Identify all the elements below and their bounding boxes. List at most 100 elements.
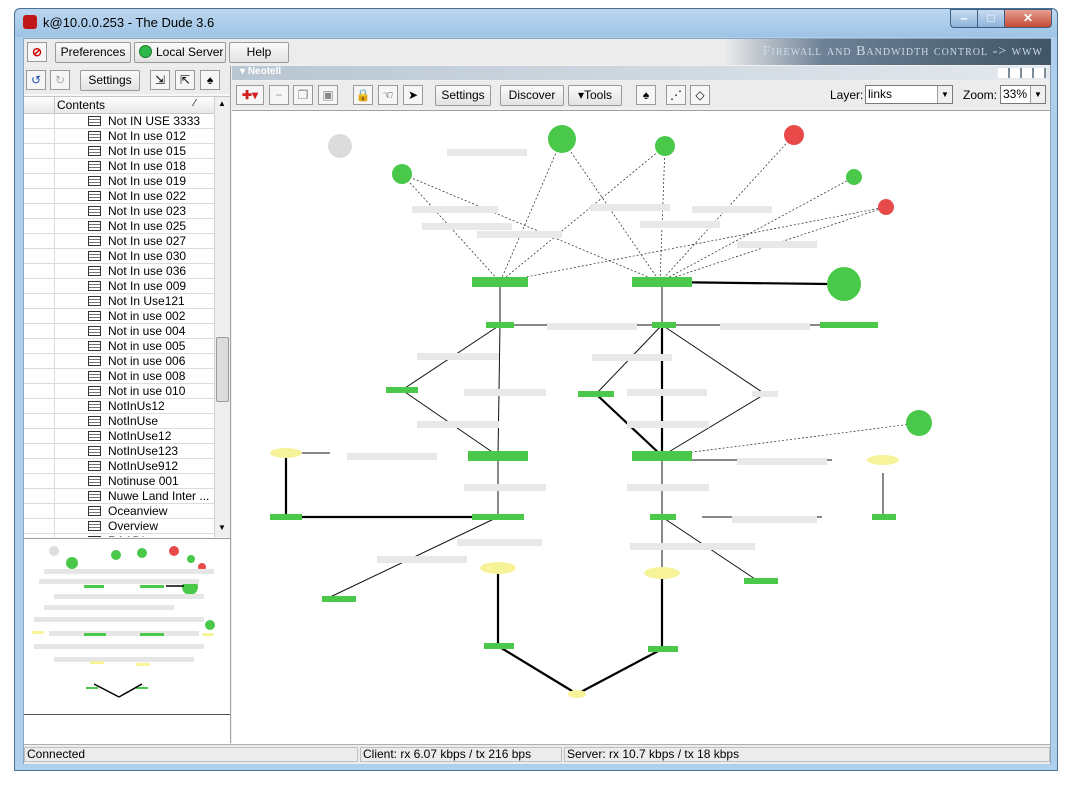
zoom-fit-icon[interactable]: ⋰ (666, 85, 686, 105)
scroll-down-icon[interactable]: ▼ (218, 523, 226, 532)
tree-item-gutter (24, 159, 55, 174)
map-icon (88, 131, 101, 141)
lock-icon[interactable]: 🔒 (353, 85, 373, 105)
zoom-value: 33% (1003, 87, 1027, 101)
redo-icon[interactable]: ↻ (50, 70, 70, 90)
tree-item[interactable]: Not In use 019 (24, 174, 214, 189)
map-icon (88, 266, 101, 276)
map-settings-button[interactable]: Settings (435, 85, 491, 106)
tree-item[interactable]: NotInUs12 (24, 399, 214, 414)
tree-item-gutter (24, 399, 55, 414)
tree-item[interactable]: Not In use 018 (24, 159, 214, 174)
map-icon (88, 206, 101, 216)
zoom-dropdown-icon: ▼ (1030, 86, 1045, 103)
preferences-button[interactable]: Preferences (55, 42, 131, 63)
tree-scrollbar[interactable]: ▲ ▼ (214, 97, 230, 537)
heavy-links (286, 282, 828, 694)
export-icon[interactable]: ⇱ (175, 70, 195, 90)
find-icon[interactable]: ♠ (200, 70, 220, 90)
maximize-button[interactable]: □ (977, 9, 1005, 28)
tree-item-gutter (24, 174, 55, 189)
map-icon (88, 326, 101, 336)
tree-item[interactable]: Overview (24, 519, 214, 534)
tree-item[interactable]: Not in use 006 (24, 354, 214, 369)
overview-thumbnail (24, 539, 230, 714)
contents-column-header[interactable]: Contents (57, 98, 105, 112)
tree-item[interactable]: Not In use 015 (24, 144, 214, 159)
tree-item[interactable]: NotInUse12 (24, 429, 214, 444)
tree-item-gutter (24, 264, 55, 279)
tree-item-gutter (24, 339, 55, 354)
tree-item-label: Not In use 030 (108, 249, 186, 263)
map-icon (88, 386, 101, 396)
close-button[interactable]: ✕ (1004, 9, 1052, 28)
tree-item[interactable]: Nuwe Land Inter ... (24, 489, 214, 504)
contents-tree[interactable]: Contents ⁄ Not IN USE 3333Not In use 012… (24, 96, 230, 537)
import-icon[interactable]: ⇲ (150, 70, 170, 90)
add-icon[interactable]: ✚▾ (236, 85, 264, 105)
network-map-canvas[interactable] (232, 110, 1050, 744)
tree-item[interactable]: Not In use 009 (24, 279, 214, 294)
tree-item[interactable]: Not in use 008 (24, 369, 214, 384)
zoom-extent-icon[interactable]: ◇ (690, 85, 710, 105)
scroll-up-icon[interactable]: ▲ (218, 99, 226, 108)
local-server-button[interactable]: Local Server (134, 42, 226, 63)
map-overview[interactable] (24, 538, 230, 744)
tree-item[interactable]: Not In use 022 (24, 189, 214, 204)
disconnect-icon[interactable]: ⊘ (27, 42, 47, 62)
map-icon (88, 536, 101, 537)
tree-item[interactable]: Not In Use121 (24, 294, 214, 309)
undo-icon[interactable]: ↺ (26, 70, 46, 90)
map-find-icon[interactable]: ♠ (636, 85, 656, 105)
tree-item[interactable]: Not In use 023 (24, 204, 214, 219)
hand-icon[interactable]: ☜ (378, 85, 398, 105)
scroll-thumb[interactable] (216, 337, 229, 402)
tree-item[interactable]: Not In use 027 (24, 234, 214, 249)
help-button[interactable]: Help (229, 42, 289, 63)
pointer-icon[interactable]: ➤ (403, 85, 423, 105)
tree-item-gutter (24, 504, 55, 519)
tree-item[interactable]: RAADL... (24, 534, 214, 537)
tree-item-label: Not In use 023 (108, 204, 186, 218)
remove-icon[interactable]: − (269, 85, 289, 105)
tree-item-label: NotInUse912 (108, 459, 178, 473)
tree-item[interactable]: Not In use 025 (24, 219, 214, 234)
discover-button[interactable]: Discover (500, 85, 564, 106)
tree-item[interactable]: Not in use 005 (24, 339, 214, 354)
tree-item-label: Nuwe Land Inter ... (108, 489, 209, 503)
collapse-icon[interactable]: ▾ (240, 66, 245, 77)
layer-select[interactable]: links▼ (865, 85, 953, 104)
tree-item[interactable]: NotInUse912 (24, 459, 214, 474)
tree-item[interactable]: Not In use 012 (24, 129, 214, 144)
tree-item[interactable]: Not in use 010 (24, 384, 214, 399)
map-icon (88, 221, 101, 231)
map-name: Neotell (248, 66, 281, 77)
left-settings-button[interactable]: Settings (80, 70, 140, 91)
map-icon (88, 146, 101, 156)
map-icon (88, 356, 101, 366)
paste-icon[interactable]: ▣ (318, 85, 338, 105)
map-icon (88, 431, 101, 441)
tools-button[interactable]: ▾Tools (568, 85, 622, 106)
tree-item[interactable]: NotInUse (24, 414, 214, 429)
tree-item[interactable]: Notinuse 001 (24, 474, 214, 489)
tree-item[interactable]: Not In use 036 (24, 264, 214, 279)
map-icon (88, 506, 101, 516)
map-name-label: ▾ Neotell (240, 66, 281, 77)
tree-item[interactable]: Not in use 004 (24, 324, 214, 339)
zoom-select[interactable]: 33%▼ (1000, 85, 1046, 104)
tree-item[interactable]: Not In use 030 (24, 249, 214, 264)
map-header: ▾ Neotell (232, 66, 1050, 80)
tree-item[interactable]: Not IN USE 3333 (24, 114, 214, 129)
tree-item[interactable]: Oceanview (24, 504, 214, 519)
window-title: k@10.0.0.253 - The Dude 3.6 (43, 15, 214, 30)
zoom-label: Zoom: (963, 88, 997, 102)
tree-item[interactable]: NotInUse123 (24, 444, 214, 459)
tree-item-gutter (24, 129, 55, 144)
layout-icons[interactable] (998, 68, 1046, 78)
tree-item-gutter (24, 489, 55, 504)
map-icon (88, 446, 101, 456)
tree-item[interactable]: Not in use 002 (24, 309, 214, 324)
minimize-button[interactable]: ‒ (950, 9, 978, 28)
copy-icon[interactable]: ❐ (293, 85, 313, 105)
